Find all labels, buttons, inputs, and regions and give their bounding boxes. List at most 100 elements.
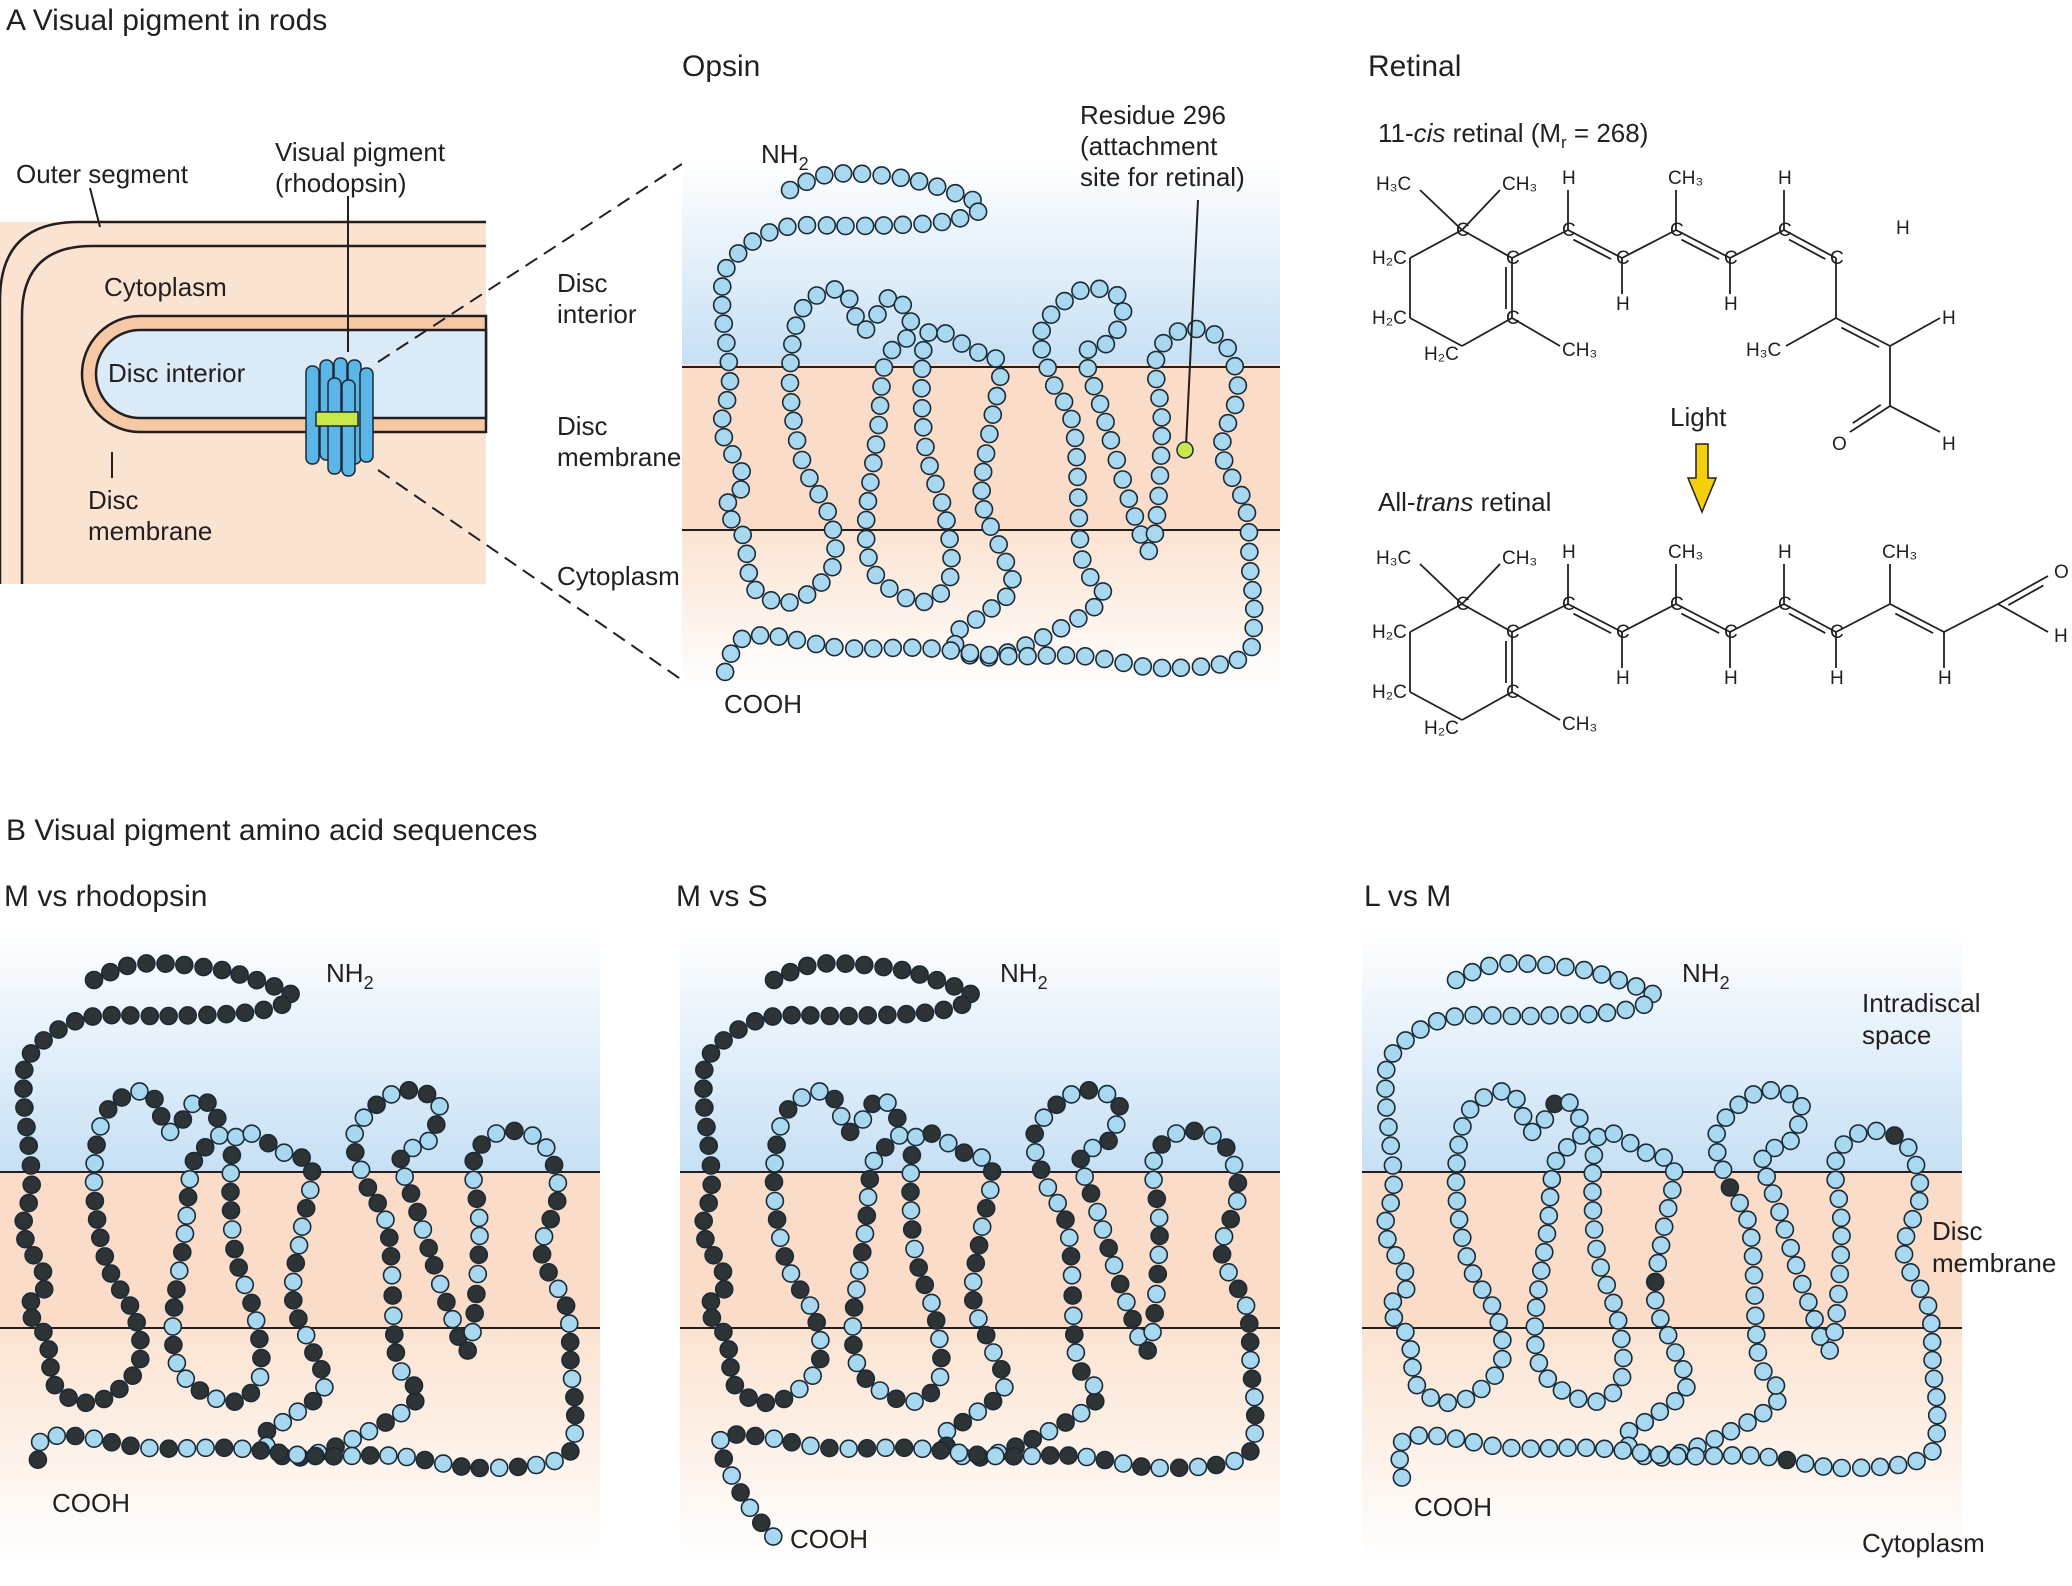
sequence-residue — [286, 1253, 306, 1273]
sequence-residue — [1447, 1191, 1467, 1211]
opsin-residue — [980, 424, 999, 444]
opsin-residue — [797, 215, 817, 235]
sequence-residue — [404, 1376, 424, 1395]
sequence-residue — [901, 1201, 921, 1220]
sequence-residue — [1668, 1446, 1687, 1466]
opsin-residue — [1171, 658, 1191, 678]
opsin-residue — [1078, 358, 1098, 378]
sequence-residue — [1686, 1447, 1705, 1466]
opsin-residue — [913, 214, 932, 234]
sequence-residue — [145, 1089, 164, 1109]
sequence-residue — [1383, 1156, 1403, 1175]
sequence-residue — [1214, 1227, 1234, 1246]
sequence-residue — [714, 1449, 734, 1468]
opsin-residue — [1044, 376, 1064, 395]
sequence-residue — [1072, 1362, 1091, 1381]
sequence-residue — [892, 960, 912, 980]
sequence-residue — [1099, 1131, 1118, 1151]
opsin-residue — [952, 334, 972, 353]
sequence-residue — [1604, 1124, 1623, 1143]
atom-label: CH₃ — [1668, 542, 1703, 563]
bond — [1729, 229, 1785, 259]
sequence-residue — [419, 1131, 438, 1151]
sequence-residue — [1383, 1292, 1403, 1311]
sequence-residue — [392, 1362, 411, 1381]
opsin-residue — [976, 444, 996, 463]
sequence-residue — [288, 1402, 308, 1421]
sequence-residue — [1240, 1332, 1260, 1352]
opsin-residue — [999, 646, 1018, 666]
sequence-residue — [921, 1383, 941, 1403]
opsin-residue — [1210, 655, 1230, 674]
sequence-residue — [1597, 1275, 1617, 1295]
sequence-residue — [820, 1438, 839, 1458]
sequence-residue — [1885, 1126, 1904, 1145]
sequence-residue — [967, 1445, 987, 1465]
sequence-residue — [403, 1138, 423, 1158]
sequence-residue — [178, 1006, 197, 1025]
opsin-residue — [1228, 376, 1248, 395]
sequence-residue — [1786, 1256, 1806, 1275]
atom-label: H — [1778, 542, 1792, 563]
sequence-residue — [926, 1311, 946, 1330]
sequence-residue — [901, 1163, 921, 1183]
sequence-residue — [1446, 1429, 1466, 1448]
opsin-residue — [812, 573, 831, 592]
sequence-residue — [1095, 1450, 1115, 1470]
opsin-residue — [1205, 325, 1224, 344]
atom-label: C — [1616, 622, 1630, 643]
opsin-residue — [1232, 485, 1251, 505]
sequence-residue — [486, 1124, 506, 1143]
opsin-residue — [1069, 508, 1089, 528]
opsin-residue — [852, 164, 872, 184]
sequence-residue — [1738, 1413, 1757, 1432]
sequence-residue — [140, 1438, 159, 1458]
opsin-residue — [1228, 650, 1248, 670]
sequence-residue — [1056, 1413, 1075, 1432]
sequence-residue — [1075, 1167, 1094, 1186]
bond — [1889, 405, 1941, 433]
sequence-residue — [1061, 1247, 1081, 1266]
sequence-residue — [430, 1097, 449, 1116]
sequence-residue — [1535, 1110, 1555, 1129]
sequence-residue — [1539, 1206, 1559, 1225]
sequence-residue — [1093, 1220, 1113, 1239]
opsin-residue — [950, 209, 970, 228]
sequence-residue — [922, 1293, 941, 1313]
sequence-residue — [468, 1264, 488, 1284]
sequence-residue — [1493, 1349, 1512, 1369]
sequence-residue — [1381, 1136, 1400, 1155]
opsin-residue — [844, 639, 864, 658]
sequence-residue — [1713, 1160, 1733, 1180]
opsin-residue — [1073, 550, 1092, 569]
sequence-residue — [343, 1429, 363, 1449]
sequence-residue — [190, 1381, 210, 1400]
sequence-residue — [1558, 1438, 1577, 1458]
sequence-residue — [905, 1239, 924, 1259]
sequence-residue — [801, 1006, 820, 1025]
sequence-residue — [376, 1210, 395, 1229]
sequence-residue — [849, 1261, 869, 1280]
sequence-residue — [131, 1330, 150, 1350]
opsin-residue — [1168, 322, 1188, 341]
sequence-residue — [696, 1229, 715, 1249]
opsin-residue — [1147, 505, 1167, 525]
sequence-residue — [810, 1349, 830, 1369]
sequence-residue — [1646, 1291, 1665, 1310]
opsin-residue — [1055, 291, 1074, 311]
bond — [1835, 317, 1891, 347]
sequence-residue — [1428, 1426, 1447, 1446]
sequence-residue — [1502, 1006, 1522, 1026]
sequence-residue — [1034, 1108, 1054, 1127]
sequence-residue — [34, 1322, 53, 1342]
opsin-residue — [823, 557, 842, 577]
sequence-residue — [85, 1154, 104, 1173]
opsin-residue — [778, 217, 797, 237]
sequence-residue — [1148, 1264, 1168, 1284]
opsin-residue — [868, 305, 887, 324]
sequence-residue — [304, 1343, 323, 1362]
sequence-residue — [1556, 957, 1575, 977]
sequence-residue — [1738, 1210, 1757, 1229]
atom-label: H — [1778, 168, 1792, 189]
